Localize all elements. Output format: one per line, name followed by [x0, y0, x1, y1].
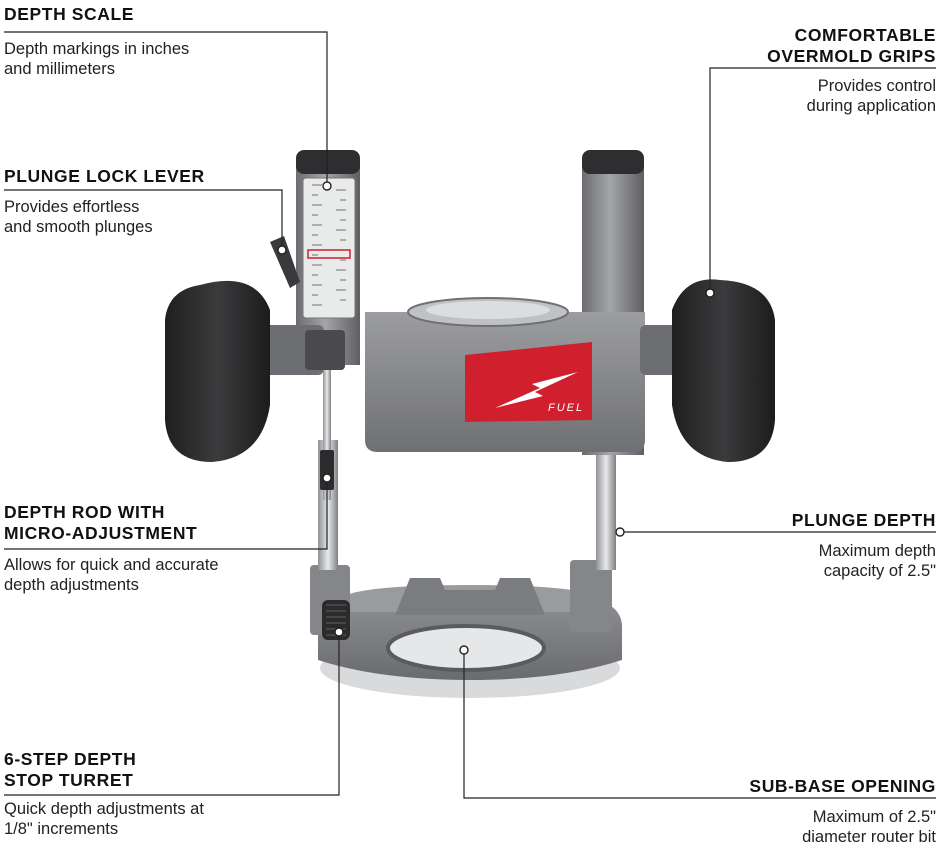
grips-leader — [709, 67, 936, 293]
turret-marker — [334, 627, 344, 637]
sub-base-desc: Maximum of 2.5" diameter router bit — [802, 808, 936, 846]
grips-desc: Provides control during application — [806, 77, 936, 115]
sub-base-marker — [459, 645, 469, 655]
lightning-bolt — [495, 372, 578, 408]
turret-leader — [4, 632, 340, 796]
depth-scale-marker — [322, 181, 332, 191]
depth-rod-desc: Allows for quick and accurate depth adju… — [4, 556, 219, 594]
grips-title: COMFORTABLE OVERMOLD GRIPS — [767, 25, 936, 66]
centering-ring — [395, 578, 545, 615]
sub-base-leader — [463, 650, 936, 799]
depth-rod-leader — [4, 478, 328, 550]
depth-scale-window — [302, 177, 356, 319]
depth-rod — [323, 370, 331, 500]
right-grip — [672, 279, 775, 462]
motor-collar-inner — [426, 301, 550, 319]
left-post-cap — [296, 150, 360, 174]
right-guide-rod — [596, 440, 616, 570]
grips-marker — [705, 288, 715, 298]
left-grip — [165, 280, 270, 462]
turret-desc: Quick depth adjustments at 1/8" incremen… — [4, 800, 204, 838]
sub-base-title: SUB-BASE OPENING — [749, 776, 936, 796]
right-tower — [570, 560, 612, 632]
depth-scale-leader — [4, 31, 328, 186]
plunge-lock-title: PLUNGE LOCK LEVER — [4, 166, 205, 186]
plunge-lock-leader — [4, 189, 283, 250]
depth-rod-clamp — [305, 330, 345, 370]
depth-rod-title: DEPTH ROD WITH MICRO-ADJUSTMENT — [4, 502, 198, 543]
plunge-depth-title: PLUNGE DEPTH — [791, 510, 936, 530]
plunge-lock-lever-shape — [270, 236, 300, 288]
plunge-depth-desc: Maximum depth capacity of 2.5" — [818, 542, 936, 580]
turret-title: 6-STEP DEPTH STOP TURRET — [4, 749, 137, 790]
depth-rod-marker — [322, 473, 332, 483]
plunge-lock-desc: Provides effortless and smooth plunges — [4, 198, 153, 236]
depth-scale-desc: Depth markings in inches and millimeters — [4, 40, 190, 78]
fuel-badge-text: FUEL — [548, 402, 584, 414]
fuel-badge — [465, 342, 592, 422]
depth-indicator — [307, 249, 351, 259]
depth-scale-title: DEPTH SCALE — [4, 4, 135, 24]
plunge-lock-marker — [277, 245, 287, 255]
plunge-depth-marker — [615, 527, 625, 537]
right-post-cap — [582, 150, 644, 174]
